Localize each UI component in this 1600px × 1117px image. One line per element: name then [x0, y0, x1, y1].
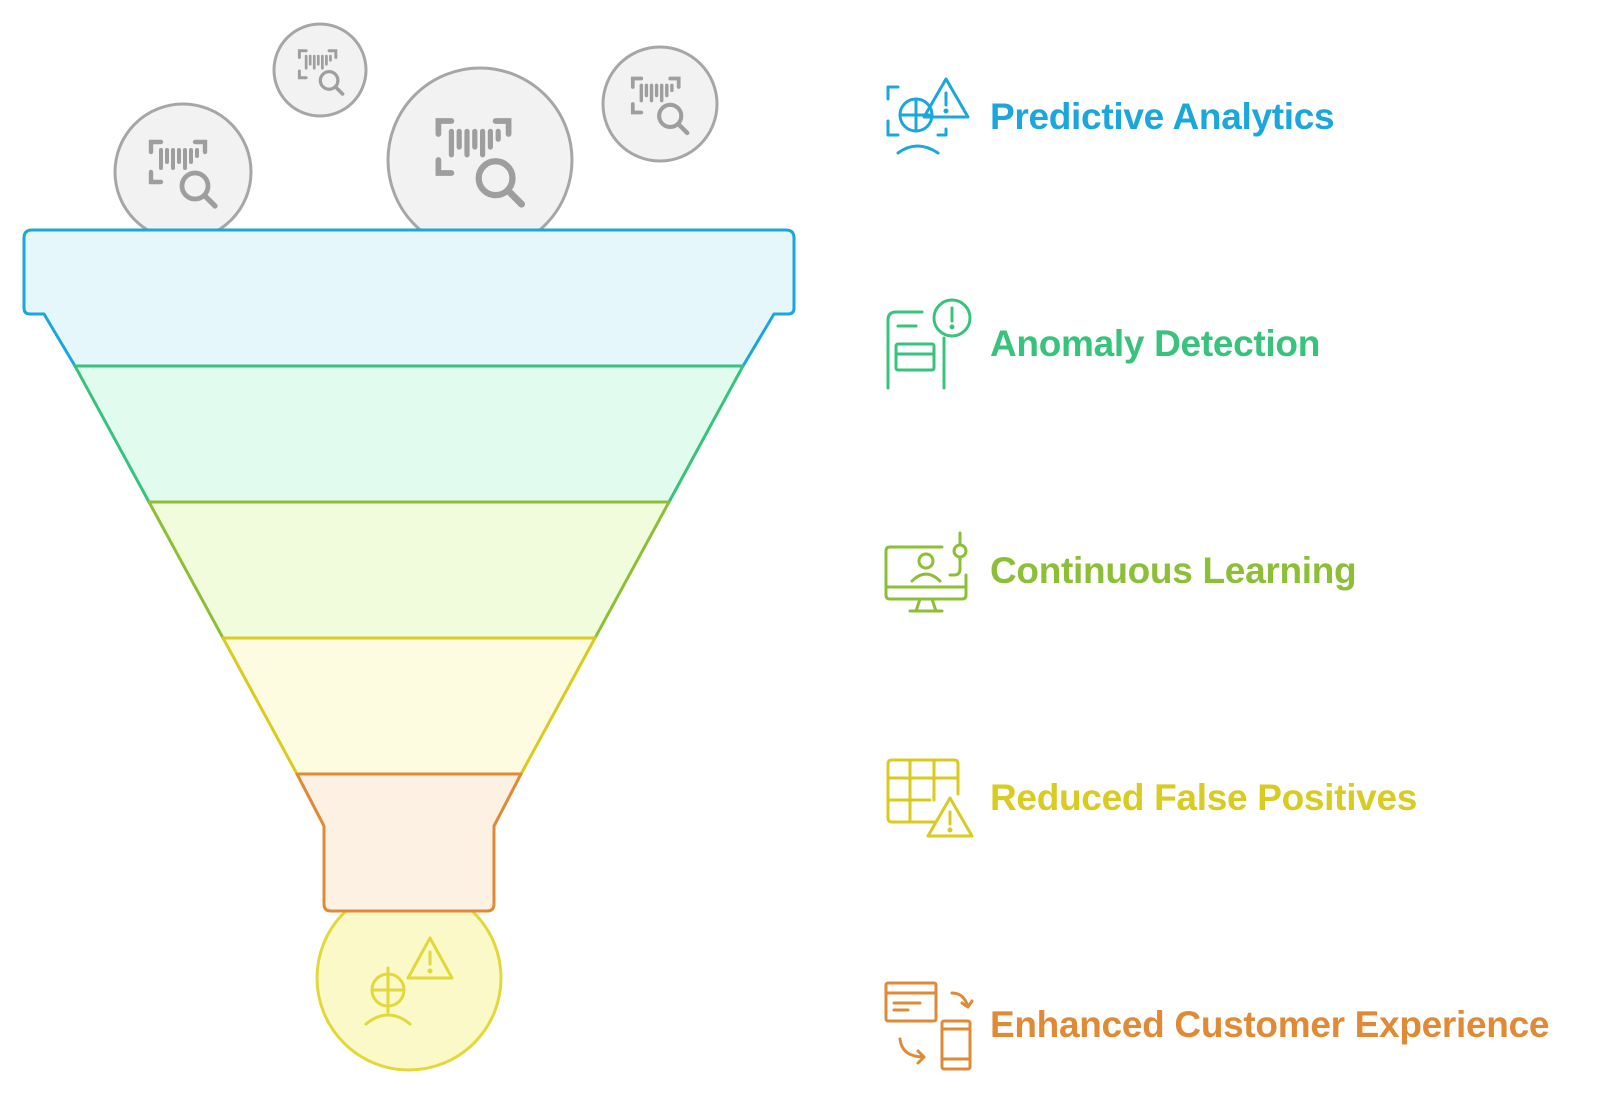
- input-bubble: [113, 102, 253, 242]
- output-bubble: [315, 884, 503, 1072]
- stage-row-reduced-false-positives: Reduced False Positives: [880, 743, 1417, 853]
- input-bubble: [386, 66, 574, 254]
- funnel-band-1: [22, 228, 796, 368]
- stage-label: Reduced False Positives: [990, 777, 1418, 818]
- stage-label: Anomaly Detection: [990, 323, 1321, 364]
- stage-row-enhanced-customer-experience: Enhanced Customer Experience: [880, 970, 1549, 1080]
- funnel-band-5: [295, 772, 523, 913]
- funnel-band-3: [147, 500, 671, 640]
- input-bubble: [601, 45, 719, 163]
- predictive-analytics-icon: [886, 77, 970, 155]
- person-currency-alert-icon: [364, 936, 454, 1026]
- input-bubble: [272, 22, 368, 118]
- continuous-learning-icon: [884, 531, 968, 613]
- stage-label: Predictive Analytics: [990, 96, 1335, 137]
- funnel-band-2: [73, 364, 745, 504]
- enhanced-customer-experience-icon: [884, 981, 974, 1071]
- stage-row-predictive-analytics: Predictive Analytics: [880, 62, 1335, 172]
- stage-label: Continuous Learning: [990, 550, 1357, 591]
- stage-row-anomaly-detection: Anomaly Detection: [880, 289, 1320, 399]
- stage-row-continuous-learning: Continuous Learning: [880, 516, 1357, 626]
- stage-label: Enhanced Customer Experience: [990, 1004, 1550, 1045]
- anomaly-detection-icon: [886, 298, 972, 390]
- funnel-band-4: [221, 636, 597, 776]
- reduced-false-positives-icon: [886, 758, 974, 838]
